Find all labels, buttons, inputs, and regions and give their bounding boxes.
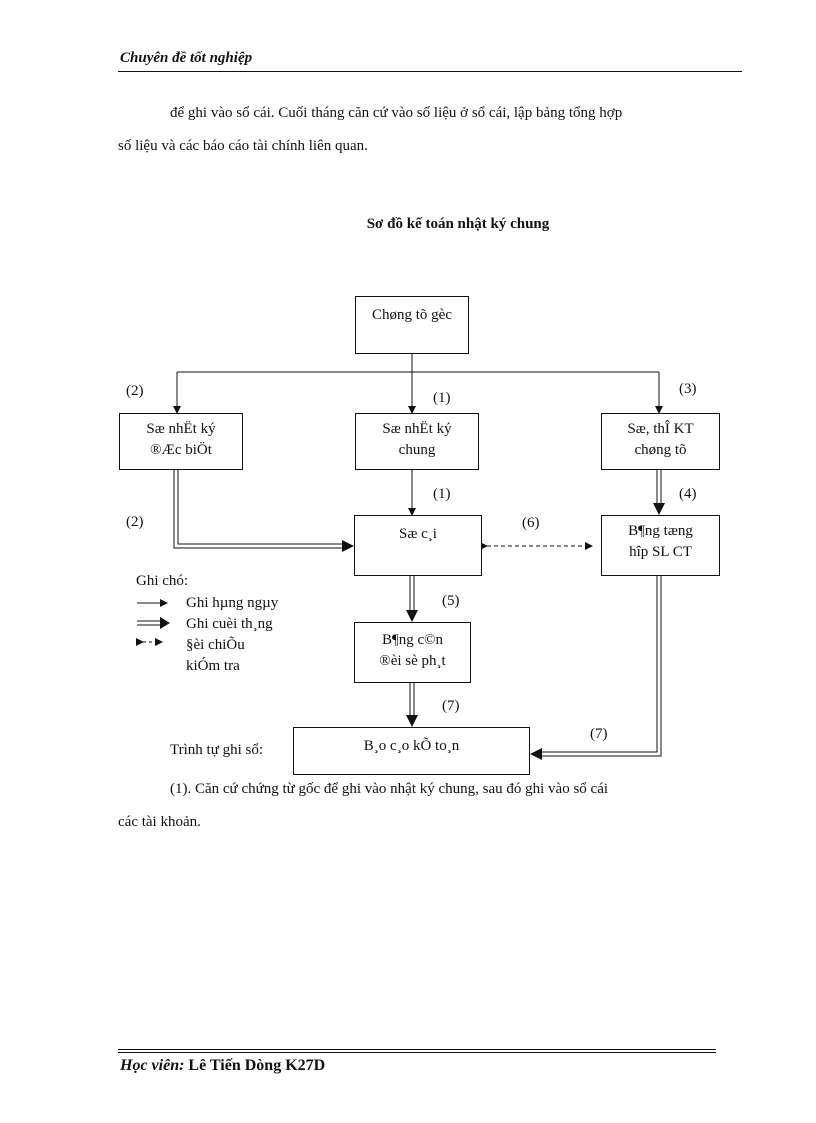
box-so-the-kt: Sæ, thÎ KT chøng tõ bbox=[601, 413, 720, 470]
box-bang-tong-hop: B¶ng tæng hîp SL CT bbox=[601, 515, 720, 576]
box-so-the-kt-line1: Sæ, thÎ KT bbox=[627, 421, 694, 437]
footer-rule-top bbox=[118, 1049, 716, 1050]
step-label-1b: (1) bbox=[433, 486, 451, 502]
double-line-dacbiet-socai-b bbox=[177, 470, 345, 545]
sequence-label: Trình tự ghi sổ: bbox=[170, 742, 264, 758]
legend-check-label-2: kiÓm tra bbox=[186, 658, 240, 674]
box-nhat-ky-dac-biet-line2: ®Æc biÖt bbox=[150, 442, 212, 458]
box-bao-cao-ke-toan-label: B¸o c¸o kÕ to¸n bbox=[363, 738, 460, 754]
step-label-7b: (7) bbox=[590, 726, 608, 742]
box-so-cai-label: Sæ c¸i bbox=[399, 526, 437, 542]
box-so-cai: Sæ c¸i bbox=[354, 515, 482, 576]
header-rule bbox=[118, 71, 742, 72]
box-nhat-ky-chung-line2: chung bbox=[398, 442, 436, 458]
intro-line-2: số liệu và các báo cáo tài chính liên qu… bbox=[118, 138, 368, 154]
legend-monthly-label: Ghi cuèi th¸ng bbox=[186, 616, 273, 632]
box-bao-cao-ke-toan: B¸o c¸o kÕ to¸n bbox=[293, 727, 530, 775]
step-label-2a: (2) bbox=[126, 383, 144, 399]
box-bang-can-doi-line1: B¶ng c©n bbox=[381, 632, 444, 648]
diagram-title: Sơ đồ kế toán nhật ký chung bbox=[366, 216, 550, 232]
box-nhat-ky-dac-biet: Sæ nhËt ký ®Æc biÖt bbox=[119, 413, 243, 470]
box-chung-tu-goc: Chøng tõ gèc bbox=[355, 296, 469, 354]
step-label-1a: (1) bbox=[433, 390, 451, 406]
step-label-7a: (7) bbox=[442, 698, 460, 714]
double-line-dacbiet-socai-a bbox=[173, 470, 345, 549]
document-header-title: Chuyên đề tốt nghiệp bbox=[120, 50, 253, 66]
box-chung-tu-goc-label: Chøng tõ gèc bbox=[372, 307, 452, 323]
box-bang-can-doi-line2: ®èi sè ph¸t bbox=[379, 653, 446, 669]
step-label-5: (5) bbox=[442, 593, 460, 609]
box-so-the-kt-line2: chøng tõ bbox=[634, 442, 687, 458]
box-nhat-ky-chung: Sæ nhËt ký chung bbox=[355, 413, 479, 470]
legend-check-label-1: §èi chiÕu bbox=[186, 637, 245, 653]
step-label-6: (6) bbox=[522, 515, 540, 531]
box-bang-tong-hop-line1: B¶ng tæng bbox=[628, 523, 693, 539]
step1-line-1: (1). Căn cứ chứng từ gốc để ghi vào nhật… bbox=[170, 781, 609, 797]
step-label-3: (3) bbox=[679, 381, 697, 397]
step-label-2b: (2) bbox=[126, 514, 144, 530]
footer: Học viên: Lê Tiến Dòng K27D bbox=[120, 1057, 325, 1075]
legend-monthly-symbol bbox=[160, 617, 170, 629]
legend-daily-label: Ghi hµng ngµy bbox=[186, 595, 279, 611]
footer-name: Lê Tiến Dòng K27D bbox=[184, 1057, 326, 1074]
box-nhat-ky-chung-line1: Sæ nhËt ký bbox=[382, 421, 452, 437]
footer-label: Học viên: bbox=[120, 1057, 185, 1074]
footer-rule-bottom bbox=[118, 1052, 716, 1053]
legend-title: Ghi chó: bbox=[136, 573, 189, 589]
intro-line-1: để ghi vào sổ cái. Cuối tháng căn cứ vào… bbox=[170, 105, 623, 121]
step-label-4: (4) bbox=[679, 486, 697, 502]
box-bang-tong-hop-line2: hîp SL CT bbox=[629, 544, 692, 560]
box-nhat-ky-dac-biet-line1: Sæ nhËt ký bbox=[146, 421, 216, 437]
step1-line-2: các tài khoản. bbox=[118, 814, 201, 830]
box-bang-can-doi: B¶ng c©n ®èi sè ph¸t bbox=[354, 622, 471, 683]
